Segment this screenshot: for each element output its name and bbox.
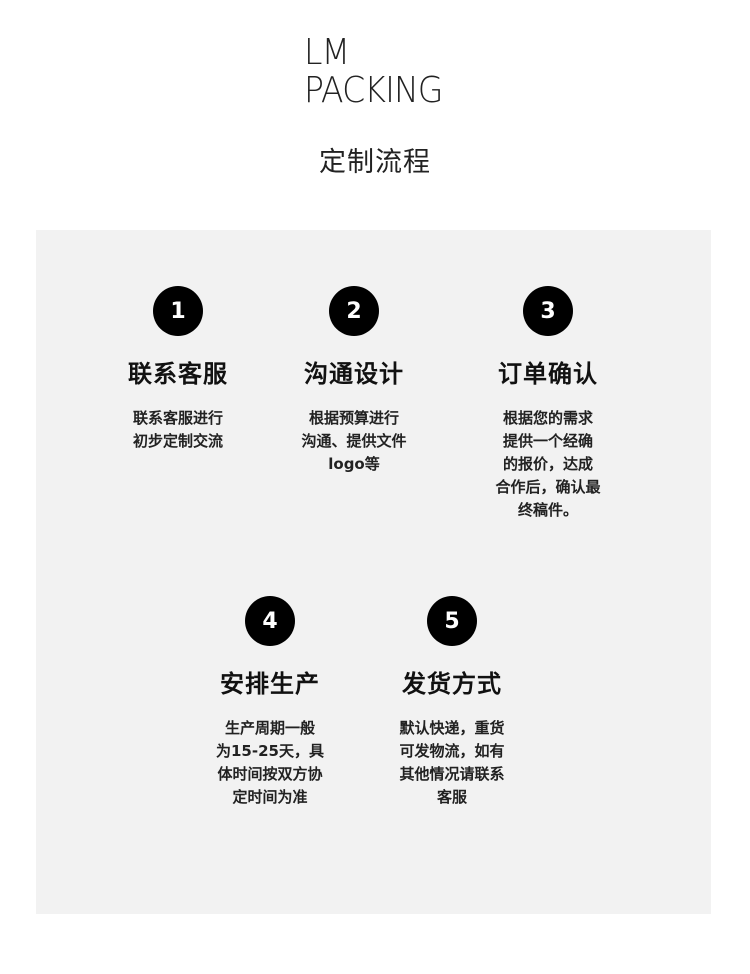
step-description: 生产周期一般 为15-25天，具 体时间按双方协 定时间为准 xyxy=(216,719,324,806)
step-heading: 沟通设计 xyxy=(304,360,404,388)
step-description: 根据您的需求 提供一个经确 的报价，达成 合作后，确认最 终稿件。 xyxy=(495,409,601,519)
step-heading: 联系客服 xyxy=(128,360,228,388)
step-2: 2 沟通设计 根据预算进行 沟通、提供文件 logo等 xyxy=(264,286,444,476)
step-number-badge: 2 xyxy=(329,286,379,336)
step-4: 4 安排生产 生产周期一般 为15-25天，具 体时间按双方协 定时间为准 xyxy=(180,596,360,809)
step-3: 3 订单确认 根据您的需求 提供一个经确 的报价，达成 合作后，确认最 终稿件。 xyxy=(458,286,638,522)
step-number-badge: 3 xyxy=(523,286,573,336)
step-5: 5 发货方式 默认快递，重货 可发物流，如有 其他情况请联系 客服 xyxy=(362,596,542,809)
step-number-badge: 1 xyxy=(153,286,203,336)
step-heading: 订单确认 xyxy=(498,360,598,388)
process-panel: 1 联系客服 联系客服进行 初步定制交流 2 沟通设计 根据预算进行 沟通、提供… xyxy=(36,230,711,914)
step-number-badge: 4 xyxy=(245,596,295,646)
step-description: 根据预算进行 沟通、提供文件 logo等 xyxy=(301,409,407,473)
brand-logo-line1: LM xyxy=(304,32,350,73)
step-number-badge: 5 xyxy=(427,596,477,646)
brand-logo: LM PACKING xyxy=(304,34,443,110)
step-description: 联系客服进行 初步定制交流 xyxy=(132,409,223,450)
step-heading: 安排生产 xyxy=(220,670,320,698)
step-heading: 发货方式 xyxy=(402,670,502,698)
step-description: 默认快递，重货 可发物流，如有 其他情况请联系 客服 xyxy=(399,719,505,806)
page-title: 定制流程 xyxy=(319,147,431,178)
step-1: 1 联系客服 联系客服进行 初步定制交流 xyxy=(88,286,268,453)
brand-logo-line2: PACKING xyxy=(304,70,443,111)
